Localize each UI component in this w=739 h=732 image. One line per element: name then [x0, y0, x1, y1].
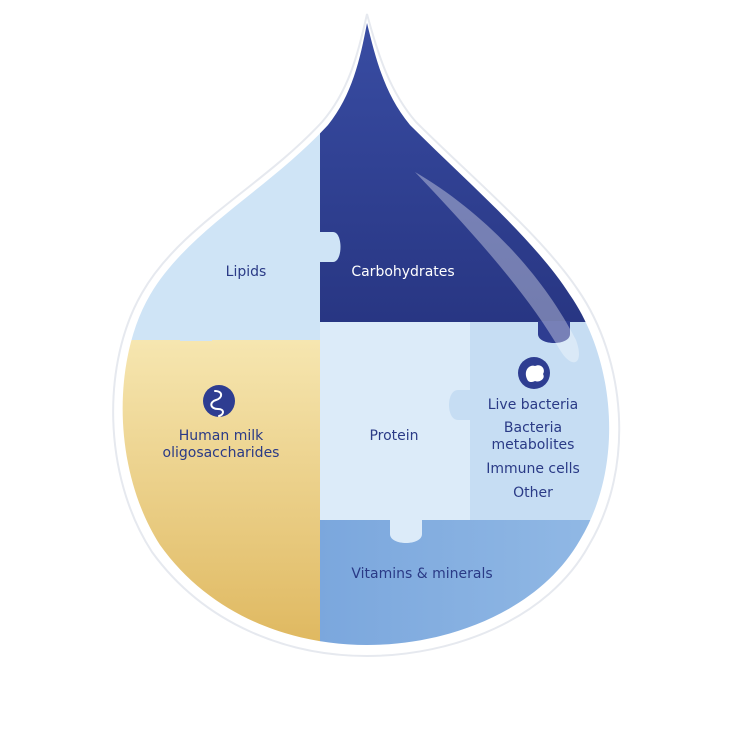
gloss-highlight: [415, 172, 579, 363]
vitamins-label: Vitamins & minerals: [351, 566, 492, 582]
lipids-label: Lipids: [226, 264, 267, 280]
bacteria-metabolites-label-line2: metabolites: [492, 437, 575, 453]
other-label: Other: [513, 485, 553, 501]
lipids-segment: [122, 23, 320, 340]
carbohydrates-label: Carbohydrates: [351, 264, 454, 280]
immune-cells-label: Immune cells: [486, 461, 580, 477]
hmo-label-line2: oligosaccharides: [163, 445, 280, 461]
molecule-chain-icon: [203, 385, 235, 417]
protein-label: Protein: [369, 428, 418, 444]
microbe-icon: [518, 357, 550, 389]
protein-segment: [320, 322, 470, 520]
hmo-label-line1: Human milk: [179, 428, 264, 444]
live-bacteria-label: Live bacteria: [488, 397, 579, 413]
bioactives-segment: [470, 322, 610, 520]
bacteria-metabolites-label-line1: Bacteria: [504, 420, 562, 436]
